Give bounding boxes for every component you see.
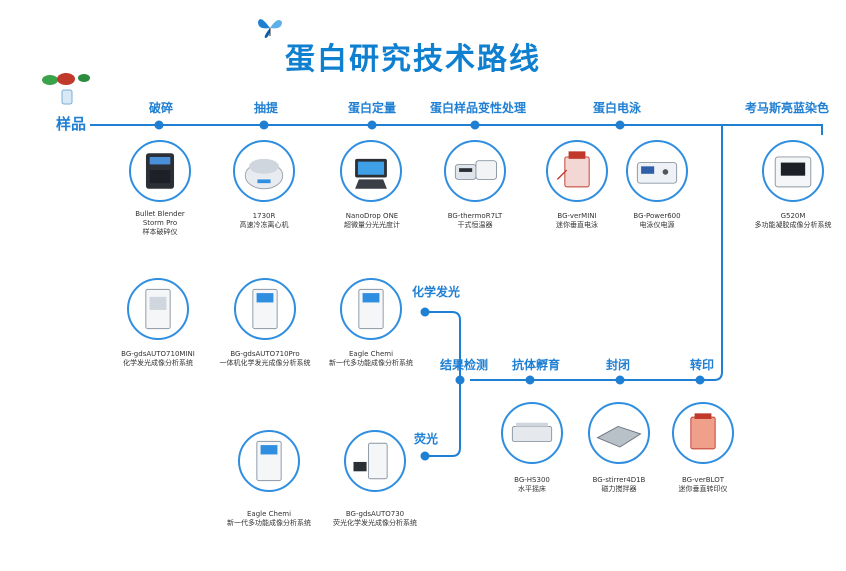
node-dot — [420, 451, 430, 461]
node-dot — [695, 375, 705, 385]
step-quant: 蛋白定量 — [348, 101, 397, 115]
step-denature: 蛋白样品变性处理 — [430, 101, 527, 115]
page-title: 蛋白研究技术路线 — [285, 42, 541, 77]
bullet-blender-image — [129, 140, 191, 202]
thermo-image — [444, 140, 506, 202]
verblot-image — [672, 402, 734, 464]
node-dot — [455, 375, 465, 385]
power-supply-image — [626, 140, 688, 202]
step-stain: 考马斯亮蓝染色 — [745, 101, 830, 115]
node-dot — [615, 120, 625, 130]
sample-tissue-icon — [38, 70, 98, 110]
transfer-connector — [470, 125, 723, 381]
step-electro: 蛋白电泳 — [593, 101, 642, 115]
g520m-image — [762, 140, 824, 202]
stirrer-image — [588, 402, 650, 464]
node-dot — [420, 307, 430, 317]
step-antibody: 抗体孵育 — [512, 358, 561, 372]
node-dot — [615, 375, 625, 385]
node-dot — [259, 120, 269, 130]
node-dot — [525, 375, 535, 385]
node-dot — [367, 120, 377, 130]
hs300-image — [501, 402, 563, 464]
step-chemi: 化学发光 — [412, 285, 461, 299]
centrifuge-image — [233, 140, 295, 202]
step-fluor: 荧光 — [414, 432, 439, 446]
step-block: 封闭 — [606, 358, 631, 372]
node-dot — [470, 120, 480, 130]
eagle-chemi-2-image — [238, 430, 300, 492]
sample-start-label: 样品 — [56, 115, 87, 133]
butterfly-icon — [256, 14, 284, 40]
nanodrop-image — [340, 140, 402, 202]
step-transfer: 转印 — [690, 358, 715, 372]
auto710pro-image — [234, 278, 296, 340]
node-dot — [154, 120, 164, 130]
auto730-image — [344, 430, 406, 492]
step-detect: 结果检测 — [440, 358, 489, 372]
eagle-chemi-image — [340, 278, 402, 340]
top-flow-line — [90, 124, 823, 133]
step-extract: 抽提 — [254, 101, 279, 115]
vermini-image — [546, 140, 608, 202]
auto710mini-image — [127, 278, 189, 340]
step-crush: 破碎 — [149, 101, 174, 115]
